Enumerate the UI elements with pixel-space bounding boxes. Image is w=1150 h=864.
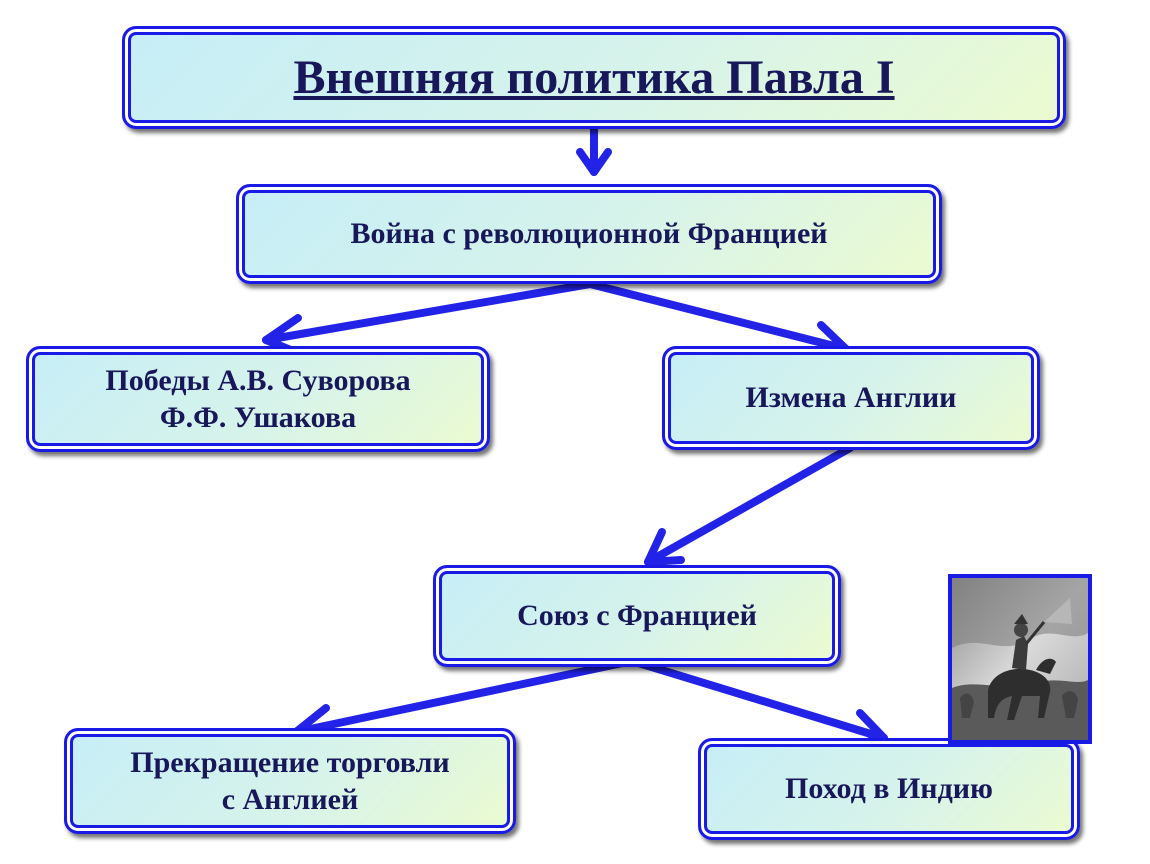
- arrowhead-title-to-war: [576, 148, 612, 176]
- trade-line-1: Прекращение торговли: [130, 745, 450, 779]
- arrow-war-to-victories: [262, 280, 594, 344]
- alliance-box: Союз с Францией: [433, 565, 841, 667]
- victories-box: Победы А.В. Суворова Ф.Ф. Ушакова: [26, 346, 490, 452]
- trade-line-2: с Англией: [221, 783, 359, 816]
- equestrian-portrait-icon: [948, 574, 1092, 744]
- page-title: Внешняя политика Павла I: [293, 50, 895, 104]
- victories-line-2: Ф.Ф. Ушакова: [159, 401, 357, 434]
- trade-label: Прекращение торговли с Англией: [130, 744, 449, 819]
- victories-line-1: Победы А.В. Суворова: [105, 363, 411, 397]
- trade-box: Прекращение торговли с Англией: [64, 728, 516, 834]
- india-label: Поход в Индию: [785, 772, 993, 806]
- india-box: Поход в Индию: [698, 738, 1080, 840]
- arrow-alliance-to-india: [628, 657, 888, 742]
- arrow-alliance-to-trade: [292, 657, 636, 736]
- title-box: Внешняя политика Павла I: [122, 26, 1066, 129]
- betrayal-box: Измена Англии: [662, 346, 1040, 450]
- war-label: Война с революционной Францией: [350, 217, 828, 251]
- alliance-label: Союз с Францией: [517, 599, 757, 633]
- arrowhead-betrayal-to-alliance: [644, 528, 685, 566]
- victories-label: Победы А.В. Суворова Ф.Ф. Ушакова: [105, 362, 410, 437]
- arrow-war-to-betrayal: [586, 280, 850, 353]
- war-box: Война с революционной Францией: [236, 184, 942, 284]
- betrayal-label: Измена Англии: [745, 381, 957, 415]
- arrow-betrayal-to-alliance: [644, 444, 854, 566]
